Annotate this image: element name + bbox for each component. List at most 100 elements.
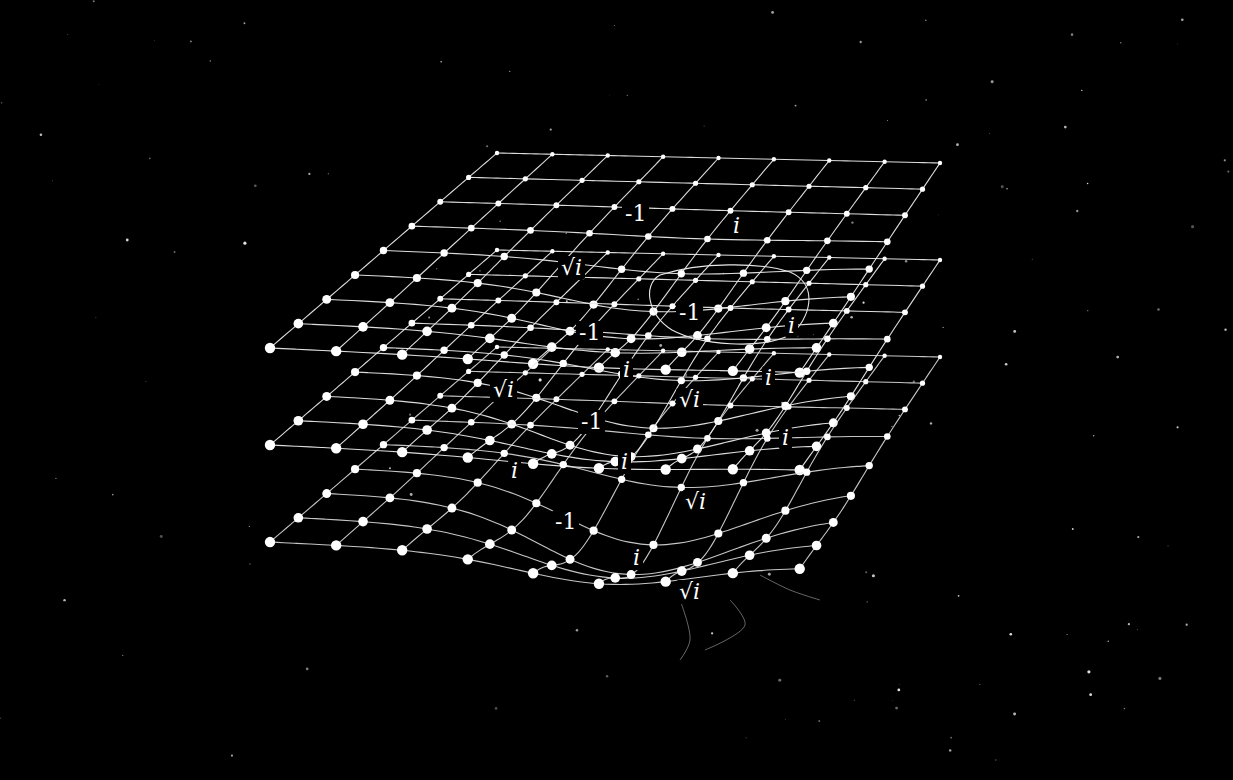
grid-node	[474, 379, 482, 387]
grid-node	[547, 449, 557, 459]
star	[1009, 633, 1012, 636]
grid-line	[270, 542, 800, 584]
star	[495, 707, 498, 710]
grid-node	[863, 379, 868, 384]
grid-node	[422, 327, 432, 337]
grid-line	[800, 357, 940, 569]
star	[850, 316, 853, 319]
grid-node	[618, 266, 625, 273]
star	[704, 125, 705, 126]
grid-node	[495, 345, 499, 349]
grid-node	[636, 179, 641, 184]
grid-node	[466, 272, 471, 277]
grid-node	[322, 489, 331, 498]
grid-node	[507, 526, 516, 535]
star	[613, 25, 615, 27]
grid-line	[469, 177, 923, 189]
grid-node	[466, 369, 471, 374]
star	[1005, 363, 1008, 366]
grid-node	[827, 255, 831, 259]
grid-node	[566, 327, 575, 336]
star	[1157, 308, 1159, 310]
grid-node	[772, 254, 776, 258]
grid-node	[661, 155, 665, 159]
star	[895, 707, 898, 710]
grid-line	[733, 356, 885, 573]
grid-label: i	[779, 426, 792, 450]
grid-node	[566, 441, 575, 450]
grid-node	[812, 541, 822, 551]
grid-node	[586, 230, 593, 237]
grid-node	[844, 211, 850, 217]
grid-node	[847, 492, 855, 500]
star	[95, 316, 97, 318]
grid-node	[528, 568, 538, 578]
grid-label: i	[785, 314, 798, 338]
star	[1087, 183, 1089, 185]
star	[1076, 210, 1078, 212]
grid-line	[599, 353, 774, 583]
star	[550, 128, 552, 130]
star	[930, 422, 932, 424]
grid-line	[440, 299, 905, 313]
star	[410, 493, 413, 496]
grid-layers	[265, 151, 942, 589]
grid-node	[824, 336, 831, 343]
grid-node	[294, 319, 304, 329]
grid-node	[844, 405, 850, 411]
star	[1087, 310, 1088, 311]
grid-node	[882, 257, 886, 261]
star	[1177, 426, 1179, 428]
grid-node	[397, 545, 407, 555]
grid-node	[385, 298, 394, 307]
grid-node	[669, 401, 675, 407]
grid-node	[606, 250, 610, 254]
grid-node	[884, 336, 891, 343]
grid-node	[322, 295, 331, 304]
grid-node	[265, 343, 275, 353]
star	[126, 239, 129, 242]
grid-node	[645, 432, 652, 439]
star	[479, 270, 481, 272]
grid-node	[704, 236, 711, 243]
grid-line	[666, 355, 830, 582]
grid-node	[606, 153, 610, 157]
grid-node	[294, 416, 304, 426]
grid-node	[265, 537, 275, 547]
grid-line	[497, 347, 940, 357]
grid-node	[527, 324, 534, 331]
grid-node	[485, 436, 495, 446]
grid-node	[762, 323, 771, 332]
grid-node	[495, 201, 501, 207]
star	[756, 429, 759, 432]
grid-node	[750, 376, 755, 381]
grid-node	[523, 273, 528, 278]
grid-label: √i	[490, 378, 517, 402]
star	[328, 173, 329, 174]
star	[509, 71, 510, 72]
grid-node	[764, 435, 771, 442]
star	[55, 478, 56, 479]
star	[409, 414, 411, 416]
star	[1031, 258, 1033, 260]
star	[93, 0, 95, 2]
star	[958, 595, 960, 597]
grid-node	[745, 550, 755, 560]
grid-line	[412, 420, 887, 439]
star	[897, 689, 900, 692]
star	[1116, 356, 1119, 359]
grid-node	[447, 304, 456, 313]
grid-node	[863, 282, 868, 287]
grid-node	[385, 396, 394, 405]
grid-node	[611, 204, 617, 210]
grid-node	[528, 359, 538, 369]
grid-line	[412, 226, 887, 242]
grid-node	[463, 554, 473, 564]
grid-node	[786, 209, 792, 215]
grid-node	[351, 271, 359, 279]
star	[576, 629, 578, 631]
grid-node	[902, 212, 908, 218]
grid-node	[803, 468, 810, 475]
star	[1128, 623, 1130, 625]
grid-node	[468, 225, 475, 232]
